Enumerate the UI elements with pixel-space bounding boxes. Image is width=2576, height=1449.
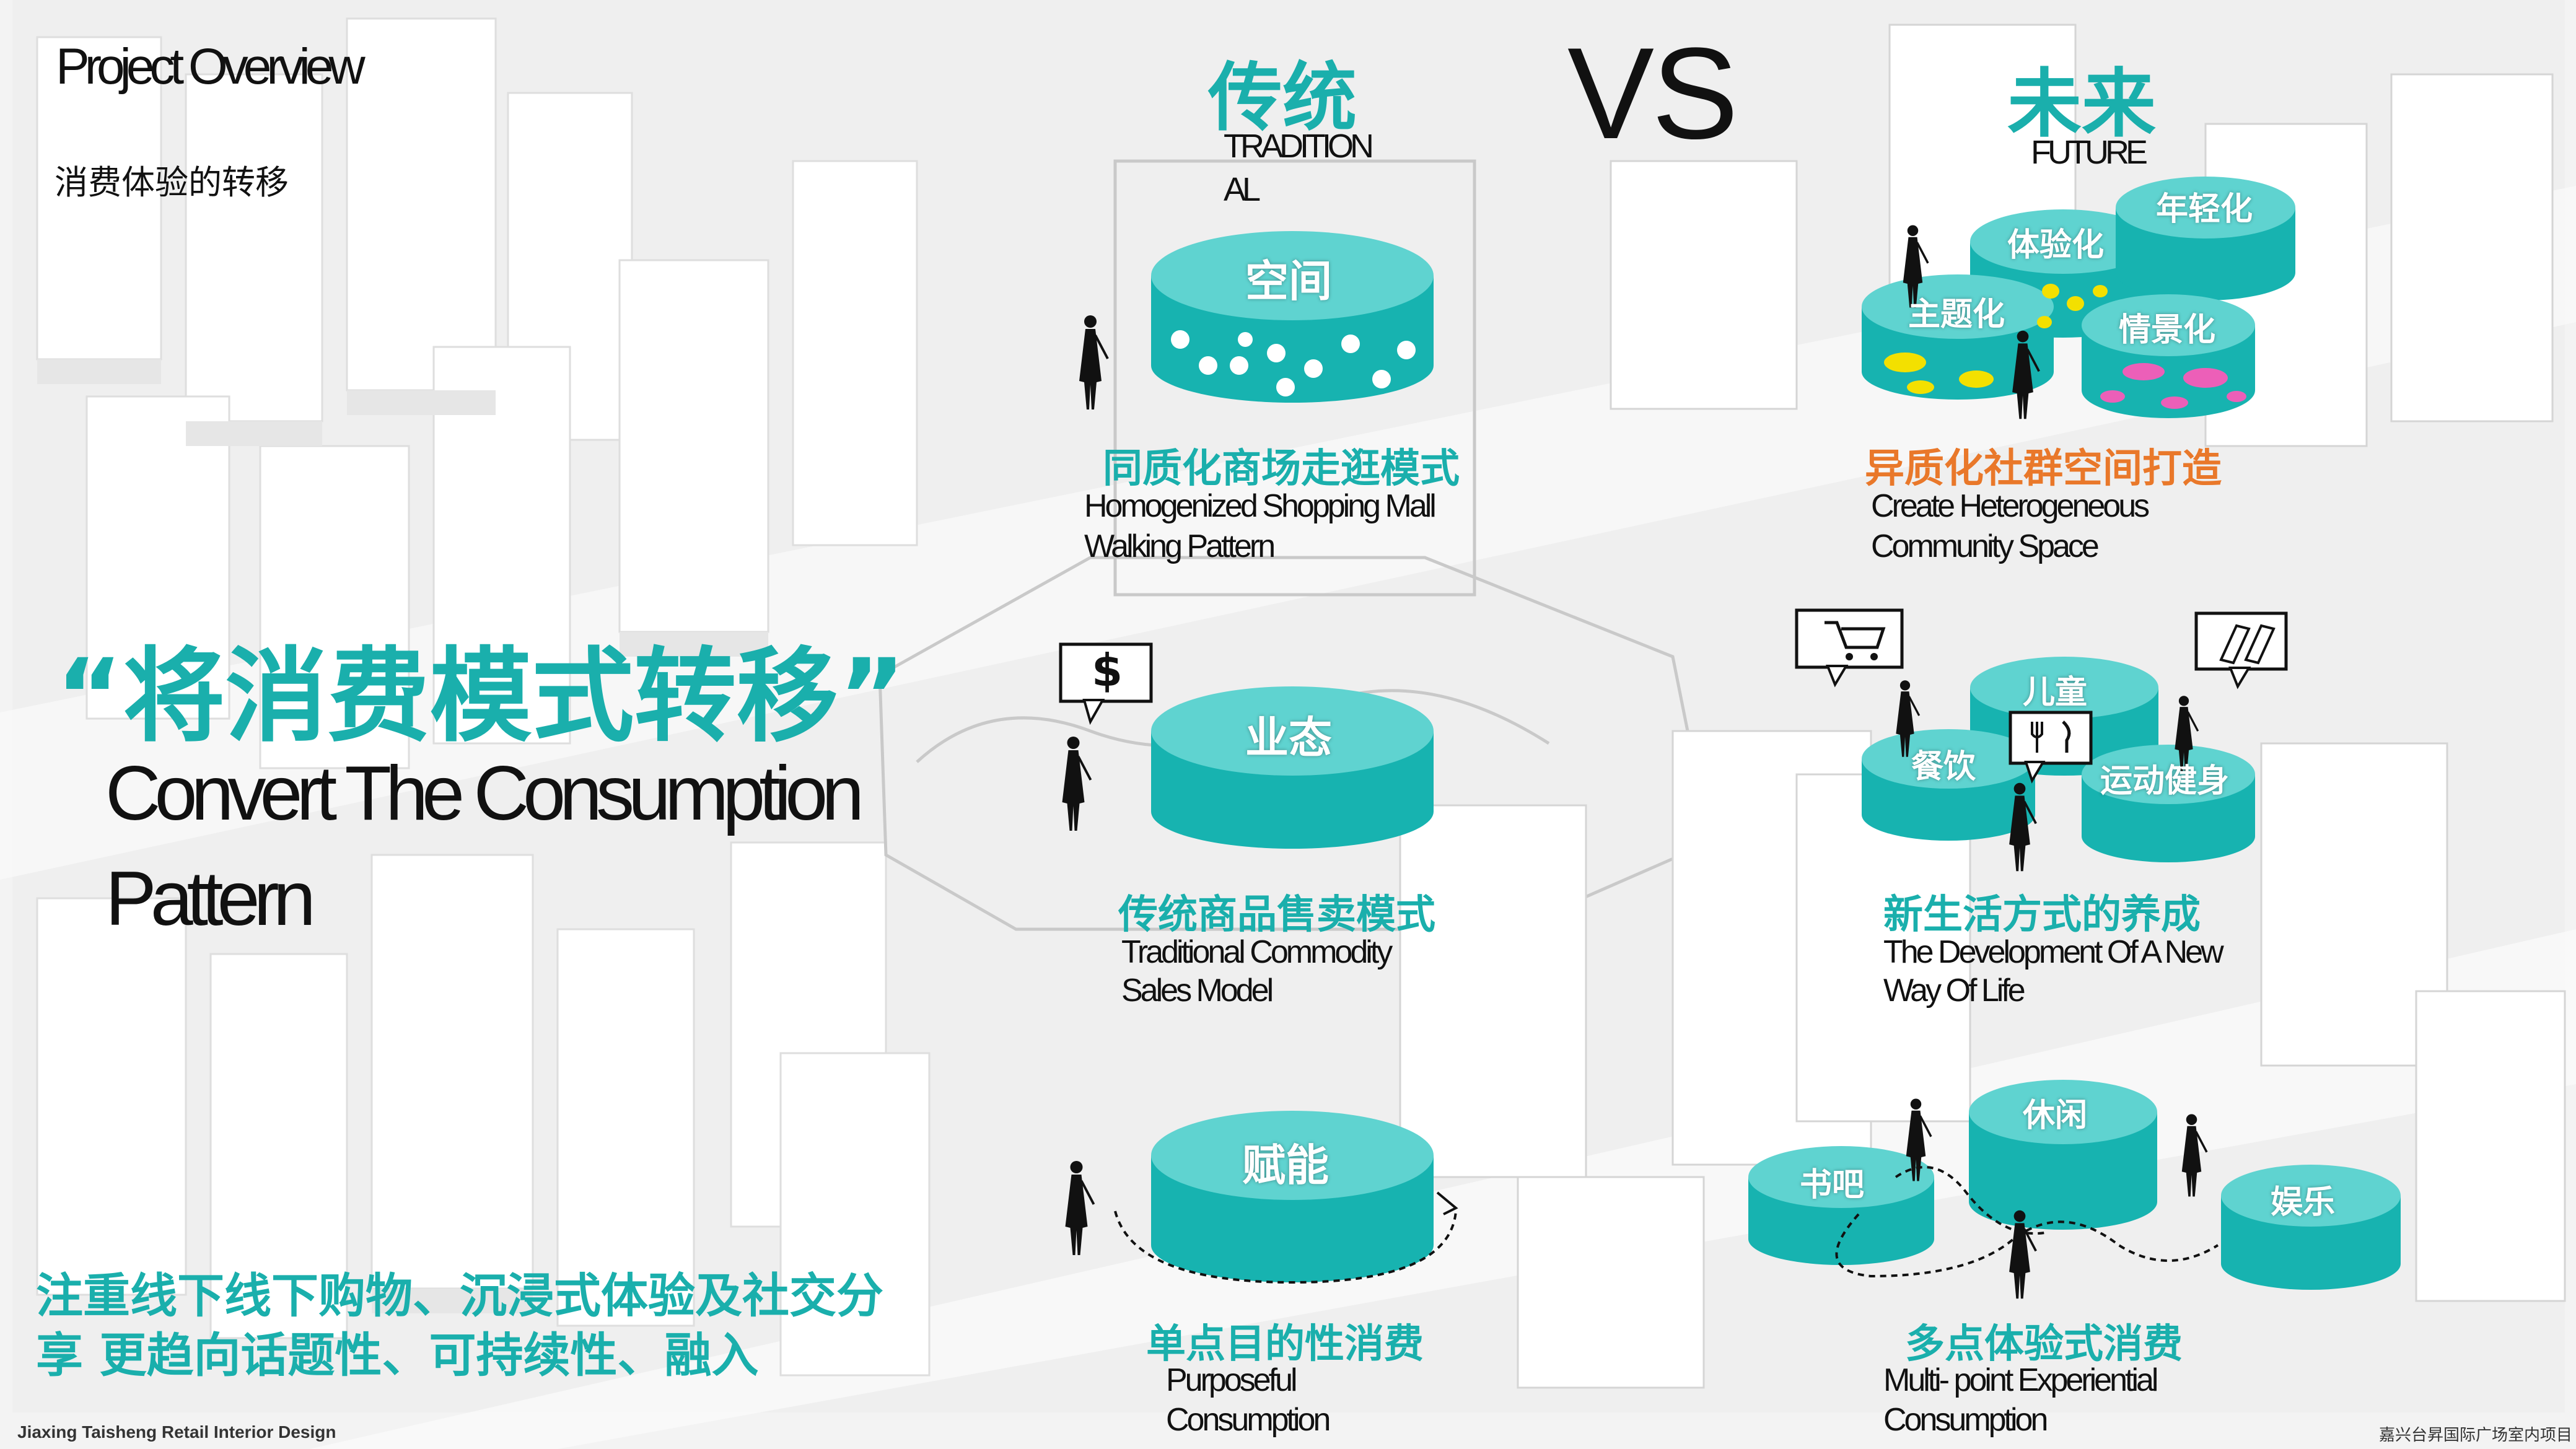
caption-cn-right-1: 异质化社群空间打造 — [1865, 446, 2222, 492]
disk-cluster-future — [1862, 177, 2295, 418]
shopping-cart-icon — [1795, 608, 1904, 688]
caption-en-right-3b: Consumption — [1883, 1402, 2048, 1438]
dollar-sign-icon — [1059, 642, 1153, 725]
caption-en-left-1a: Homogenized Shopping Mall — [1084, 488, 1437, 524]
disk-label: 餐饮 — [1911, 748, 1976, 786]
section-title-cn: 消费体验的转移 — [55, 163, 289, 202]
headline-quote: “将消费模式转移” — [56, 637, 906, 756]
vs-label: VS — [1567, 20, 1738, 166]
caption-cn-left-2: 传统商品售卖模式 — [1118, 892, 1435, 938]
sports-icon — [2194, 611, 2288, 689]
footer-left: Jiaxing Taisheng Retail Interior Design — [17, 1422, 336, 1442]
disk-label: 赋能 — [1242, 1140, 1329, 1191]
disk-label: 情景化 — [2119, 312, 2216, 349]
traditional-heading-en-2: AL — [1224, 171, 1261, 208]
caption-en-right-1b: Community Space — [1871, 528, 2100, 564]
section-title-en: Project Overview — [56, 38, 366, 95]
disk-label: 书吧 — [1800, 1167, 1865, 1204]
caption-en-right-2b: Way Of Life — [1883, 973, 2026, 1009]
caption-en-left-3b: Consumption — [1166, 1402, 1331, 1438]
disk-space — [1151, 231, 1434, 403]
caption-cn-left-1: 同质化商场走逛模式 — [1103, 446, 1460, 492]
disk-cluster-multipoint — [1748, 1080, 2401, 1290]
caption-en-left-1b: Walking Pattern — [1084, 528, 1276, 564]
disk-empower — [1114, 1111, 1458, 1284]
footer-right: 嘉兴台昇国际广场室内项目 — [2379, 1426, 2573, 1445]
caption-en-left-3a: Purposeful — [1166, 1362, 1298, 1398]
caption-en-left-2b: Sales Model — [1121, 973, 1274, 1009]
disk-cluster-lifestyle — [1862, 657, 2255, 862]
traditional-heading-en-1: TRADITION — [1224, 128, 1374, 165]
person-figure — [1062, 737, 1091, 831]
headline-en-line1: Convert The Consumption — [105, 751, 864, 836]
caption-cn-left-3: 单点目的性消费 — [1146, 1321, 1424, 1367]
future-heading-en: FUTURE — [2031, 134, 2148, 171]
disk-label: 空间 — [1245, 256, 1332, 307]
disk-label: 年轻化 — [2156, 191, 2253, 228]
caption-cn-right-3: 多点体验式消费 — [1905, 1321, 2183, 1367]
summary-line2: 享 更趋向话题性、可持续性、融入 — [36, 1328, 759, 1383]
person-figure — [2180, 1113, 2208, 1198]
headline-en-line2: Pattern — [105, 856, 316, 942]
caption-cn-right-2: 新生活方式的养成 — [1883, 892, 2201, 938]
disk-label: 体验化 — [2007, 227, 2105, 264]
future-heading: 未来 — [2007, 61, 2156, 147]
dollar-sign-label: $ — [1092, 644, 1123, 696]
disk-label: 运动健身 — [2100, 763, 2230, 800]
disk-business — [1151, 686, 1434, 849]
disk-label: 娱乐 — [2271, 1184, 2336, 1221]
traditional-heading: 传统 — [1208, 55, 1357, 141]
caption-en-right-2a: The Development Of A New — [1883, 934, 2224, 970]
caption-en-right-3a: Multi- point Experiential — [1883, 1362, 2158, 1398]
person-figure — [1066, 1161, 1094, 1255]
caption-en-right-1a: Create Heterogeneous — [1871, 488, 2150, 524]
summary-line1: 注重线下线下购物、沉浸式体验及社交分 — [36, 1268, 883, 1323]
disk-label: 休闲 — [2023, 1097, 2088, 1134]
caption-en-left-2a: Traditional Commodity — [1121, 934, 1393, 970]
person-figure — [1078, 314, 1109, 411]
disk-label: 业态 — [1245, 712, 1332, 763]
disk-label: 儿童 — [2023, 674, 2088, 711]
utensils-icon — [2009, 711, 2093, 784]
disk-label: 主题化 — [1908, 296, 2005, 333]
